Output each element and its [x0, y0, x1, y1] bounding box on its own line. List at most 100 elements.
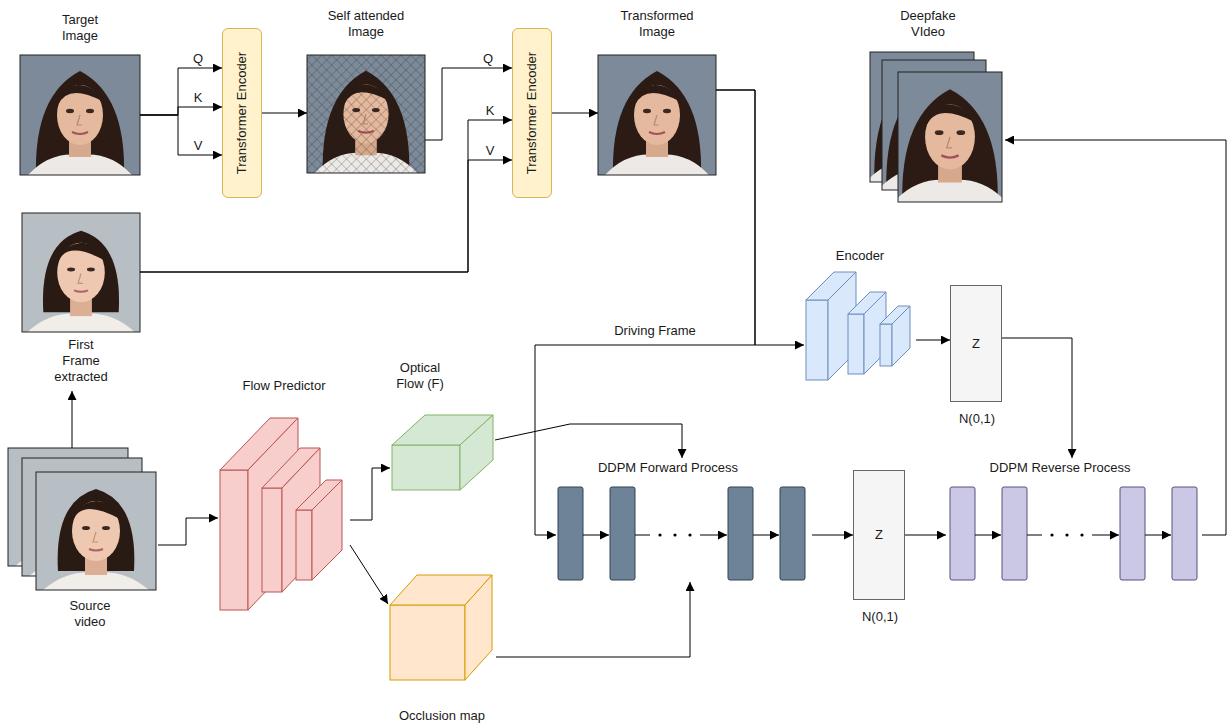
process-chain: DDPM Reverse Process [946, 458, 1202, 582]
dot [1050, 533, 1053, 536]
optical-flow-cube [392, 415, 493, 490]
video-stack: Source video [8, 448, 158, 632]
edge-label: K [192, 90, 205, 105]
forward-steps [558, 487, 805, 580]
self-attended-photo [307, 55, 425, 173]
transformed-photo [597, 55, 717, 175]
occlusion-cube [390, 575, 492, 680]
layer-face [806, 300, 828, 380]
face-photo [885, 72, 1015, 202]
image-node: Transformed Image [598, 8, 716, 175]
flow-predictor-layers [220, 418, 342, 610]
step-arrow [1145, 535, 1171, 536]
node-label: Z [951, 336, 1001, 352]
cube-face [392, 445, 460, 490]
step-block [610, 487, 635, 580]
face-photo [307, 55, 425, 173]
photo-frame [898, 72, 1002, 202]
network-block: Flow Predictor [218, 378, 350, 614]
step-arrow [753, 535, 779, 536]
layer-side [312, 480, 342, 580]
connector-arrow [140, 160, 512, 272]
node-label: Transformer Encoder [234, 52, 250, 174]
step-block [1002, 487, 1027, 580]
node-label: Source video [60, 598, 120, 630]
forward-step-arrows [583, 535, 779, 536]
node-label: Flow Predictor [218, 378, 350, 394]
encoder-box: Transformer Encoder [222, 28, 262, 198]
dot [688, 533, 691, 536]
edge-label: V [484, 143, 497, 158]
deepfake-frames [857, 52, 1015, 202]
connector-arrow [1002, 338, 1072, 458]
face-photo [22, 213, 141, 332]
connector-arrow [350, 468, 390, 520]
attention-grid [307, 55, 425, 173]
layer-face [848, 314, 864, 374]
connector-arrow [552, 113, 598, 114]
node-label: Deepfake VIdeo [888, 8, 968, 40]
node-label: Transformer Encoder [524, 52, 540, 174]
step-block [780, 487, 805, 580]
layer-face [296, 510, 312, 580]
step-arrow [583, 535, 609, 536]
step-block [1172, 487, 1197, 580]
connector-arrow [140, 68, 222, 115]
node-label: First Frame extracted [51, 337, 111, 385]
node-label: Encoder [804, 248, 916, 264]
source-frames [8, 447, 156, 591]
node-label: DDPM Reverse Process [960, 460, 1160, 476]
edge-label: Driving Frame [612, 323, 698, 338]
step-arrow [1092, 535, 1119, 536]
cube-side [465, 575, 492, 680]
target-photo [20, 55, 140, 175]
edge-label: Q [191, 51, 205, 66]
connector-arrow [495, 424, 682, 458]
step-line [635, 535, 650, 536]
latent-box: ZN(0,1) [853, 470, 905, 600]
reverse-step-arrows [975, 535, 1171, 536]
step-arrow [975, 535, 1001, 536]
layer-face [880, 324, 892, 366]
step-block [950, 487, 975, 580]
connector-arrow [812, 535, 853, 536]
connector-arrow [262, 113, 307, 114]
tensor-cube: Occlusion map [388, 572, 496, 726]
connector-arrow [496, 582, 690, 657]
edge-label: V [192, 138, 205, 153]
photo-frame [598, 55, 716, 175]
layer-face [262, 488, 282, 592]
connector-arrow [350, 545, 388, 604]
connector-arrow [140, 107, 222, 115]
connector-arrow [72, 391, 73, 448]
connector-arrow [140, 120, 512, 272]
edge-label: Q [481, 51, 495, 66]
step-block [728, 487, 753, 580]
encoder-layers [806, 272, 910, 380]
node-label: DDPM Forward Process [568, 460, 768, 476]
dot [1065, 533, 1068, 536]
edge-label: K [484, 103, 497, 118]
node-label: Self attended Image [316, 8, 416, 40]
connector-arrow [905, 535, 946, 536]
photo-frame [36, 472, 156, 590]
photo-frame [20, 55, 140, 175]
dot [673, 533, 676, 536]
face-photo [20, 55, 140, 175]
node-label: Target Image [50, 12, 110, 44]
node-label: N(0,1) [840, 609, 920, 625]
face-photo [597, 55, 717, 175]
connector-arrow [716, 90, 804, 345]
dot [658, 533, 661, 536]
layer-side [892, 306, 910, 366]
tensor-cube: Optical Flow (F) [390, 360, 495, 492]
connector-arrow [158, 518, 218, 545]
process-chain: DDPM Forward Process [556, 458, 812, 582]
connector-arrow [140, 115, 222, 155]
first-frame-photo [22, 213, 141, 332]
encoder-box: Transformer Encoder [512, 28, 552, 198]
image-node: First Frame extracted [22, 213, 140, 391]
